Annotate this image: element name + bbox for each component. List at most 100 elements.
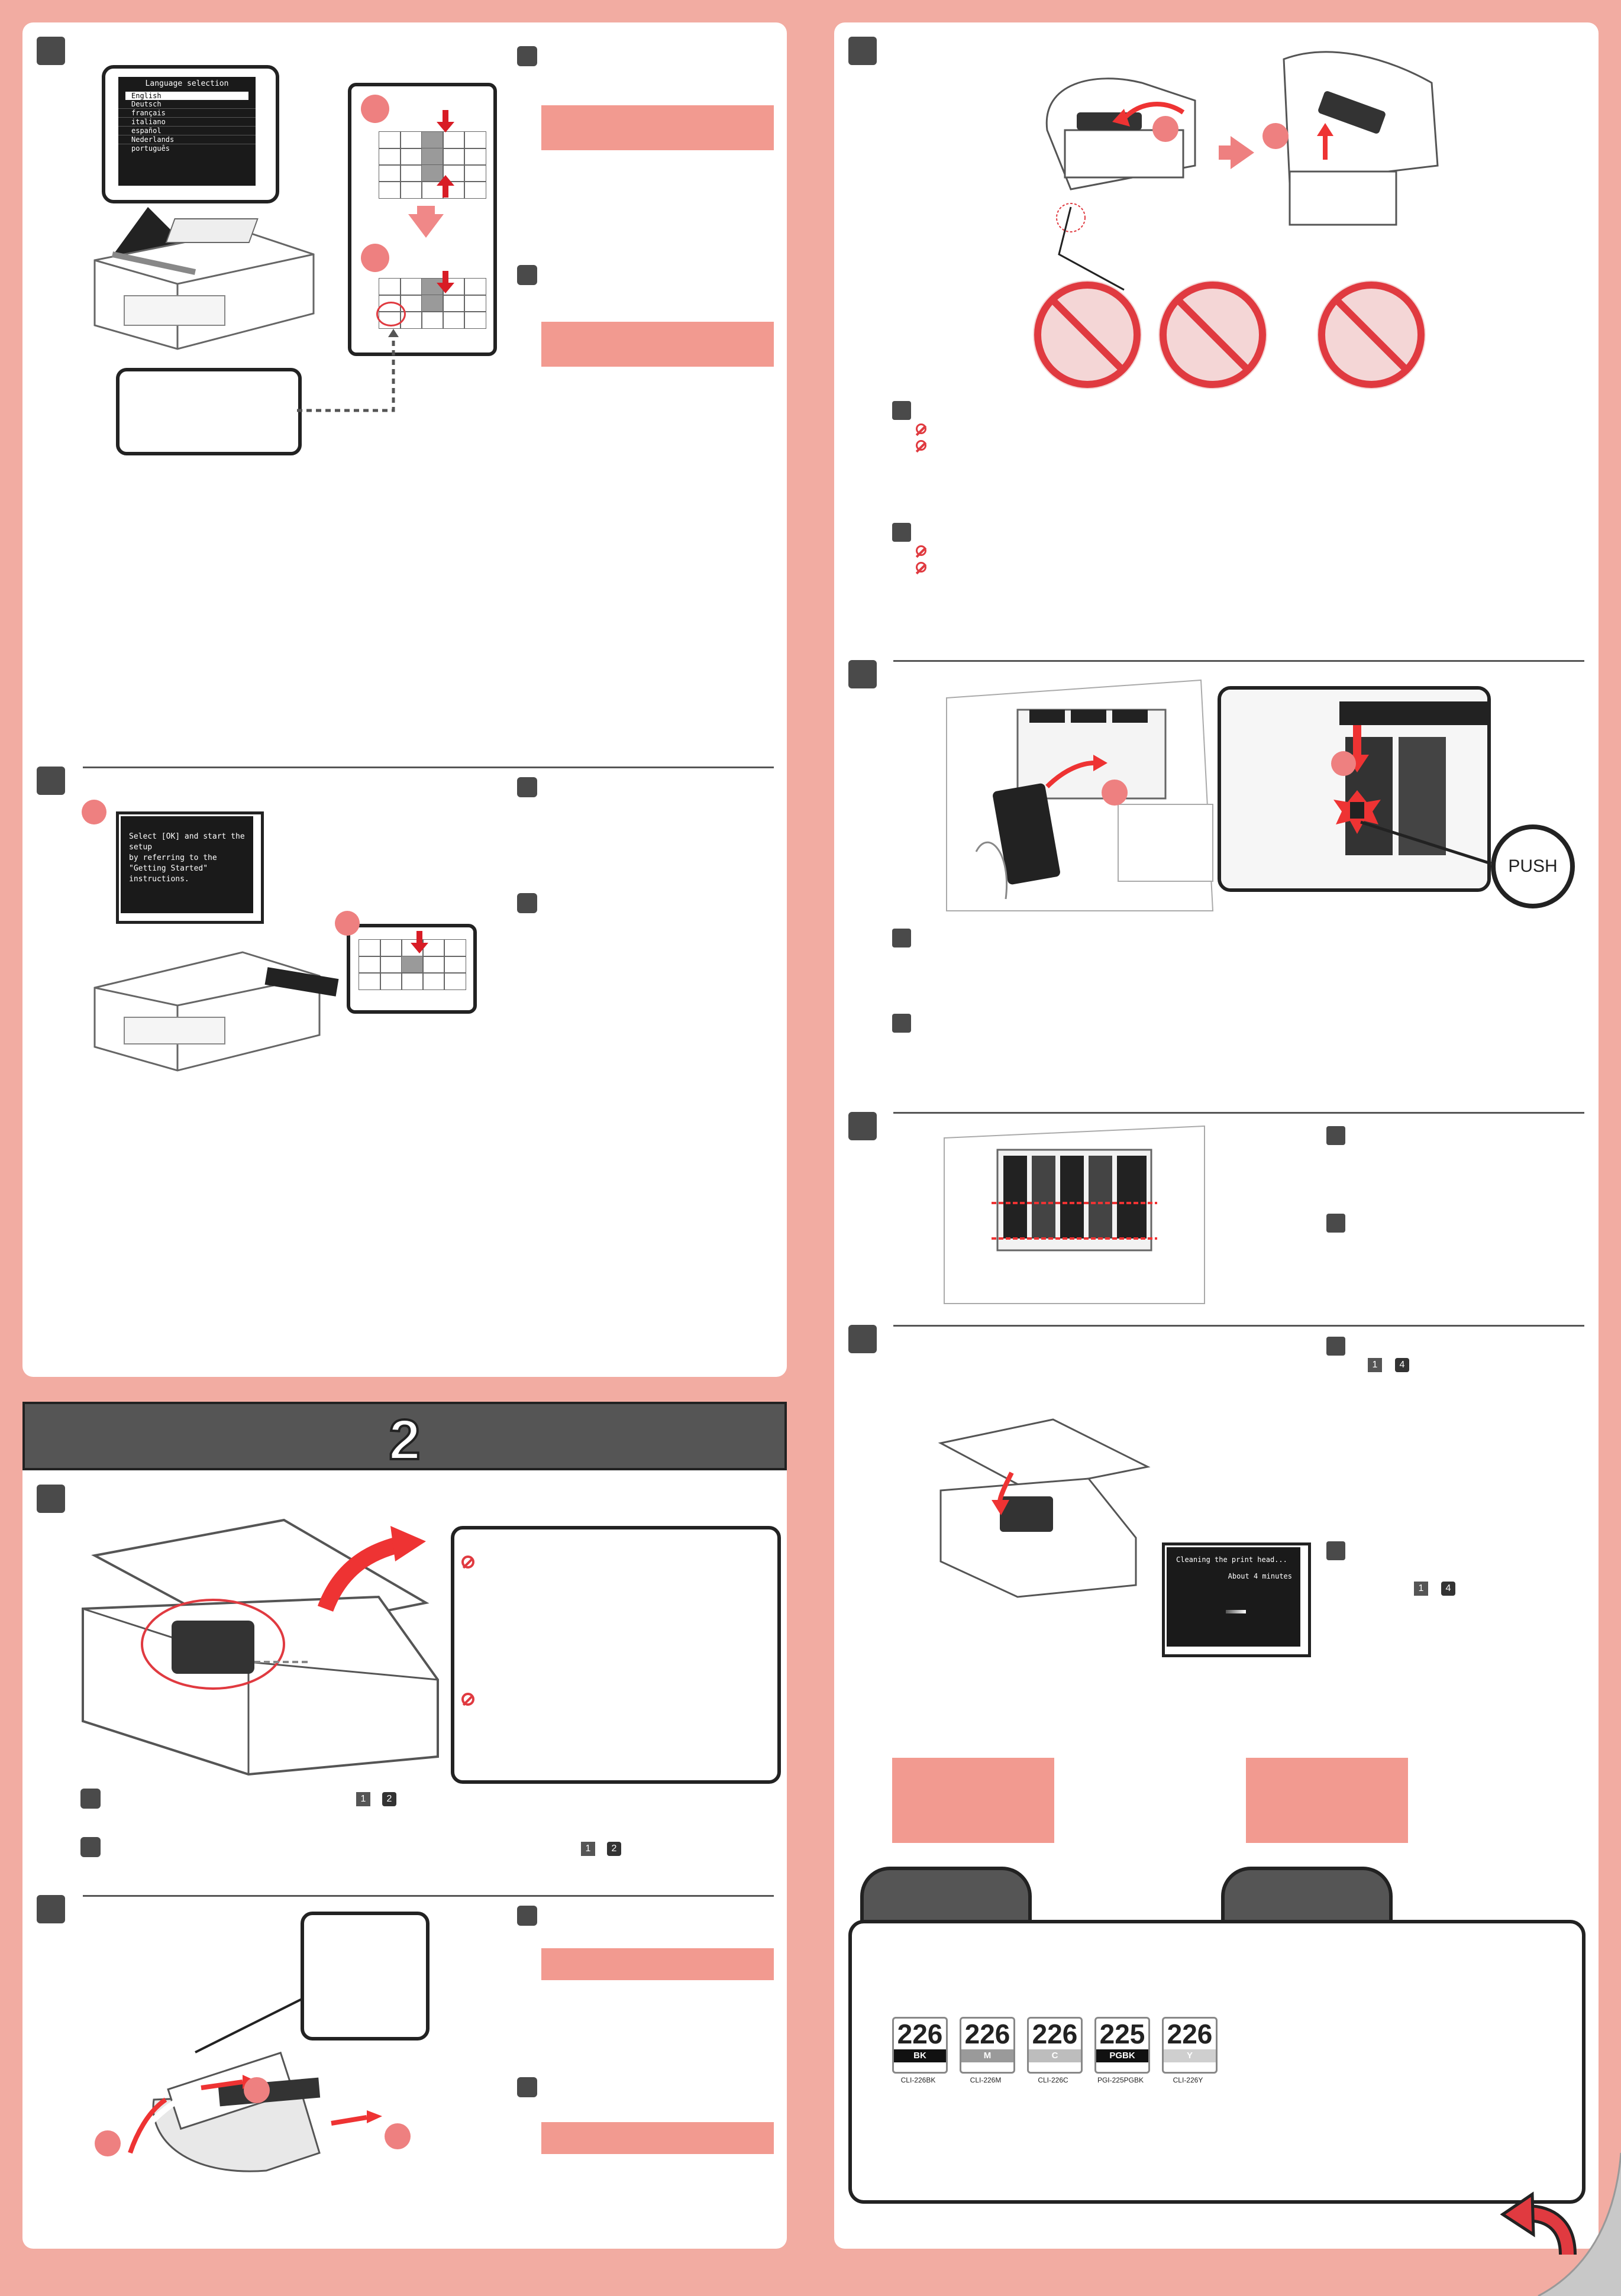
control-key xyxy=(464,148,486,166)
control-key xyxy=(401,956,424,974)
key-label: 1 xyxy=(1414,1582,1428,1596)
note-bar xyxy=(1246,1758,1408,1843)
cartridge-callout xyxy=(301,1912,430,2040)
step-marker xyxy=(517,265,537,285)
control-key xyxy=(444,956,466,974)
cartridge-model: CLI-226Y xyxy=(1173,2076,1203,2084)
note-bar xyxy=(541,105,774,150)
control-key xyxy=(444,972,466,990)
language-item[interactable]: Deutsch xyxy=(118,100,256,109)
prohibited-icon xyxy=(916,440,926,451)
control-key xyxy=(443,311,465,329)
page-curl xyxy=(1538,2152,1621,2296)
section-header: 2 xyxy=(22,1402,787,1473)
language-item[interactable]: Nederlands xyxy=(118,135,256,144)
step-marker xyxy=(37,767,65,795)
control-key xyxy=(464,164,486,182)
control-key xyxy=(359,939,381,957)
step-marker xyxy=(892,523,911,542)
language-item[interactable]: italiano xyxy=(118,118,256,127)
control-key xyxy=(444,939,466,957)
step-dot xyxy=(385,2123,411,2149)
step-marker xyxy=(37,1485,65,1513)
divider xyxy=(83,1895,774,1897)
note-box xyxy=(116,368,302,455)
prohibited-icon xyxy=(461,1693,474,1706)
up-arrow-icon xyxy=(437,175,454,198)
step-dot xyxy=(1331,751,1356,776)
step-marker xyxy=(1326,1214,1345,1233)
callout-line xyxy=(1360,820,1491,865)
control-key xyxy=(379,181,401,199)
language-item[interactable]: español xyxy=(118,127,256,135)
language-item[interactable]: português xyxy=(131,144,170,153)
step-marker xyxy=(517,1906,537,1926)
cartridge-color: Y xyxy=(1164,2049,1216,2062)
cleaning-screen: Cleaning the print head... About 4 minut… xyxy=(1167,1547,1300,1647)
language-item[interactable]: français xyxy=(118,109,256,118)
step-dot xyxy=(95,2130,121,2156)
control-key xyxy=(379,131,401,149)
prohibited-icon xyxy=(916,545,926,556)
step-dot xyxy=(82,800,106,824)
printer-illustration xyxy=(93,207,315,350)
cartridge-removal-illustration xyxy=(1045,51,1439,232)
control-key xyxy=(421,278,444,296)
key-label: 4 xyxy=(1395,1358,1409,1372)
control-key xyxy=(400,164,422,182)
step-marker xyxy=(892,929,911,947)
progress-indicator xyxy=(1226,1610,1246,1613)
prohibited-icon xyxy=(1318,282,1425,388)
down-arrow-icon xyxy=(411,931,428,953)
screen-line: Select [OK] and start the setup xyxy=(129,832,245,852)
highlight-circle xyxy=(376,302,406,326)
key-label: 2 xyxy=(382,1792,396,1806)
prohibited-icon xyxy=(1034,282,1141,388)
warning-box xyxy=(451,1526,781,1784)
key-label: 1 xyxy=(356,1792,370,1806)
cartridge-install-illustration xyxy=(946,679,1214,911)
printer-close-illustration xyxy=(938,1418,1151,1598)
step-marker xyxy=(80,1837,101,1857)
control-key xyxy=(443,131,465,149)
control-key xyxy=(400,278,422,296)
step-marker xyxy=(517,2077,537,2097)
prohibited-icon xyxy=(916,562,926,573)
cartridge-number: 226 xyxy=(1167,2019,1213,2049)
cartridges-installed-illustration xyxy=(944,1125,1205,1304)
push-detail xyxy=(1221,690,1487,888)
key-label: 4 xyxy=(1441,1582,1455,1596)
control-key xyxy=(464,295,486,312)
prohibited-icon xyxy=(1160,282,1266,388)
control-key xyxy=(464,311,486,329)
control-key xyxy=(443,148,465,166)
step-marker xyxy=(1326,1337,1345,1356)
step-marker xyxy=(848,1325,877,1353)
screen-line: About 4 minutes xyxy=(1228,1572,1292,1580)
control-key xyxy=(421,164,444,182)
control-key xyxy=(379,164,401,182)
prohibited-icon xyxy=(461,1556,474,1569)
control-key xyxy=(464,278,486,296)
control-key xyxy=(464,181,486,199)
control-key xyxy=(464,131,486,149)
language-item[interactable]: English xyxy=(125,92,248,100)
printer-illustration xyxy=(93,951,339,1072)
step-marker xyxy=(37,37,65,65)
language-selection-screen: Language selection English Deutsch franç… xyxy=(118,77,256,186)
control-key xyxy=(380,939,402,957)
prohibited-icon xyxy=(916,423,926,434)
step-dot xyxy=(1262,123,1289,149)
back-arrow-icon[interactable] xyxy=(1491,2190,1580,2261)
step-marker xyxy=(80,1789,101,1809)
screen-line: "Getting Started" instructions. xyxy=(129,864,208,884)
control-key xyxy=(443,164,465,182)
push-callout xyxy=(1218,686,1491,892)
cartridge-number: 226 xyxy=(897,2019,943,2049)
cartridge-model: CLI-226C xyxy=(1038,2076,1068,2084)
